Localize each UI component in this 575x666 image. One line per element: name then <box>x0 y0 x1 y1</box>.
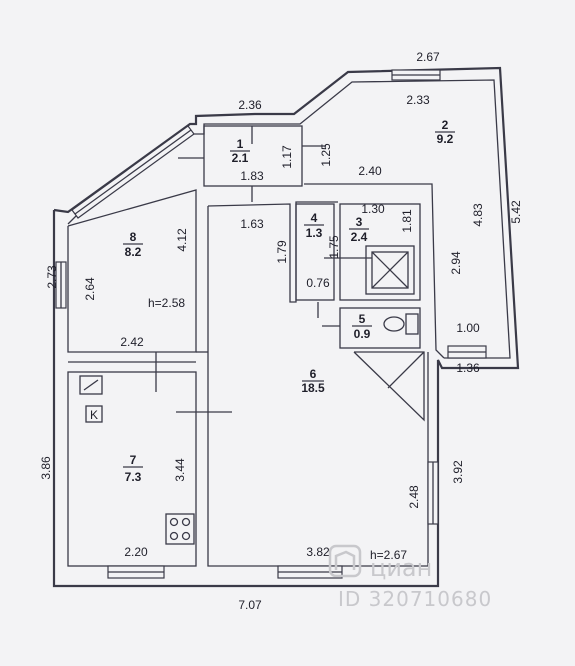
dim-corridor-top: 2.40 <box>358 164 382 178</box>
room-6-number: 6 <box>310 367 317 381</box>
dim-room7-bottom: 2.20 <box>124 545 148 559</box>
dim-room6-right-upper: 3.92 <box>451 460 465 484</box>
dim-room4-top: 1.63 <box>240 217 264 231</box>
watermark-brand: циан <box>370 554 432 582</box>
dim-room4-bottom: 0.76 <box>306 276 330 290</box>
fixtures: K <box>79 245 419 545</box>
dim-room3-side: 1.81 <box>400 209 414 233</box>
dim-outer-bottom: 7.07 <box>238 598 262 612</box>
kitchen-label-box: K <box>85 405 103 423</box>
room-3-number: 3 <box>356 215 363 229</box>
dim-top-room1: 2.36 <box>238 98 262 112</box>
doors <box>155 126 372 413</box>
cian-logo-icon <box>328 544 362 578</box>
shower-icon <box>365 245 415 295</box>
dim-room2-left: 2.94 <box>449 251 463 275</box>
room-3-area: 2.4 <box>351 230 368 244</box>
room-8-area: 8.2 <box>125 245 142 259</box>
dim-outer-left-top: 2.73 <box>45 265 59 289</box>
room-1-area: 2.1 <box>232 151 249 165</box>
dim-room1-side-a: 1.17 <box>280 145 294 169</box>
dim-room3-inner: 1.75 <box>327 235 341 259</box>
dim-room8-bottom: 2.42 <box>120 335 144 349</box>
dimension-labels-vertical: 1.17 1.25 1.81 2.94 4.83 5.42 4.12 2.64 … <box>39 143 523 509</box>
kitchen-label: K <box>90 408 98 422</box>
windows <box>55 69 487 579</box>
dim-room8-left: 2.64 <box>83 277 97 301</box>
sink-icon <box>79 375 103 395</box>
room-2-number: 2 <box>442 118 449 132</box>
room-5-number: 5 <box>359 312 366 326</box>
dimension-labels: 2.67 2.36 2.33 1.83 2.40 1.63 1.30 0.76 … <box>120 50 480 612</box>
room-7-number: 7 <box>130 453 137 467</box>
room-1-number: 1 <box>237 137 244 151</box>
room-4-area: 1.3 <box>306 226 323 240</box>
dim-top-right: 2.67 <box>416 50 440 64</box>
dim-room2-right: 4.83 <box>471 203 485 227</box>
dim-room6-bottom: 3.82 <box>306 545 330 559</box>
room-2-area: 9.2 <box>437 132 454 146</box>
stove-icon <box>165 513 195 545</box>
toilet-icon <box>383 313 419 335</box>
room-8-number: 8 <box>130 230 137 244</box>
room-7-area: 7.3 <box>125 470 142 484</box>
dim-room2-width: 2.33 <box>406 93 430 107</box>
dim-outer-left-bottom: 3.86 <box>39 456 53 480</box>
watermark: циан ID 320710680 <box>328 544 492 611</box>
dim-room3-top: 1.30 <box>361 202 385 216</box>
dim-room5-right: 1.00 <box>456 321 480 335</box>
room-6-height: h=2.67 <box>370 548 407 562</box>
room-8-height: h=2.58 <box>148 296 185 310</box>
dim-outer-right: 5.42 <box>509 200 523 224</box>
room-4-number: 4 <box>311 211 318 225</box>
dim-room4-side: 1.79 <box>275 240 289 264</box>
dim-room1-bottom: 1.83 <box>240 169 264 183</box>
room-labels: 1 2.1 2 9.2 3 2.4 4 1.3 5 0.9 6 18.5 7 7… <box>123 118 455 562</box>
dim-room6-right-lower: 2.48 <box>407 485 421 509</box>
dim-room1-side-b: 1.25 <box>319 143 333 167</box>
dim-room8-right: 4.12 <box>175 228 189 252</box>
dim-room2-bottom: 1.36 <box>456 361 480 375</box>
watermark-id: ID 320710680 <box>338 587 492 611</box>
room-5-area: 0.9 <box>354 327 371 341</box>
room-6-area: 18.5 <box>301 381 325 395</box>
dim-room7-right: 3.44 <box>173 458 187 482</box>
